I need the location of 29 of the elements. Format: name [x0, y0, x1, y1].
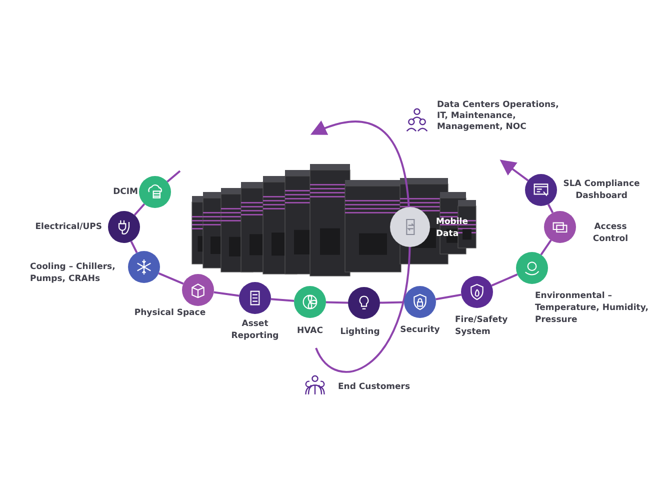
connector-line [214, 291, 240, 297]
connector-line [315, 246, 411, 373]
category-label: Security [399, 324, 441, 336]
connector-line [130, 240, 138, 254]
connector-line [436, 294, 462, 300]
group-label: End Customers [338, 382, 412, 393]
category-label: Asset Reporting [230, 318, 280, 342]
connector-line [270, 298, 294, 302]
connector-line [166, 170, 181, 182]
connector-line [158, 272, 184, 285]
arrow [500, 160, 529, 182]
group-label: Data Centers Operations, IT, Maintenance, Management, NOC [437, 100, 560, 133]
connector-line [547, 204, 554, 214]
category-label: Lighting [339, 326, 381, 338]
category-label: Fire/Safety System [455, 314, 509, 338]
category-label: Physical Space [133, 307, 207, 319]
connector-line [491, 273, 518, 287]
connector-line [326, 301, 348, 304]
category-label: Cooling – Chillers, Pumps, CRAHs [30, 261, 116, 285]
category-label: Electrical/UPS [34, 221, 102, 233]
category-label: Environmental – Temperature, Humidity, Pressure [535, 290, 650, 326]
connector-line [540, 240, 552, 256]
connector-line [134, 203, 146, 216]
category-label: SLA Compliance Dashboard [562, 178, 641, 202]
category-label: Access Control [592, 221, 630, 245]
category-label: DCIM [112, 186, 138, 198]
arrow [310, 120, 410, 208]
connector-line [380, 301, 404, 304]
category-label: HVAC [296, 325, 324, 337]
